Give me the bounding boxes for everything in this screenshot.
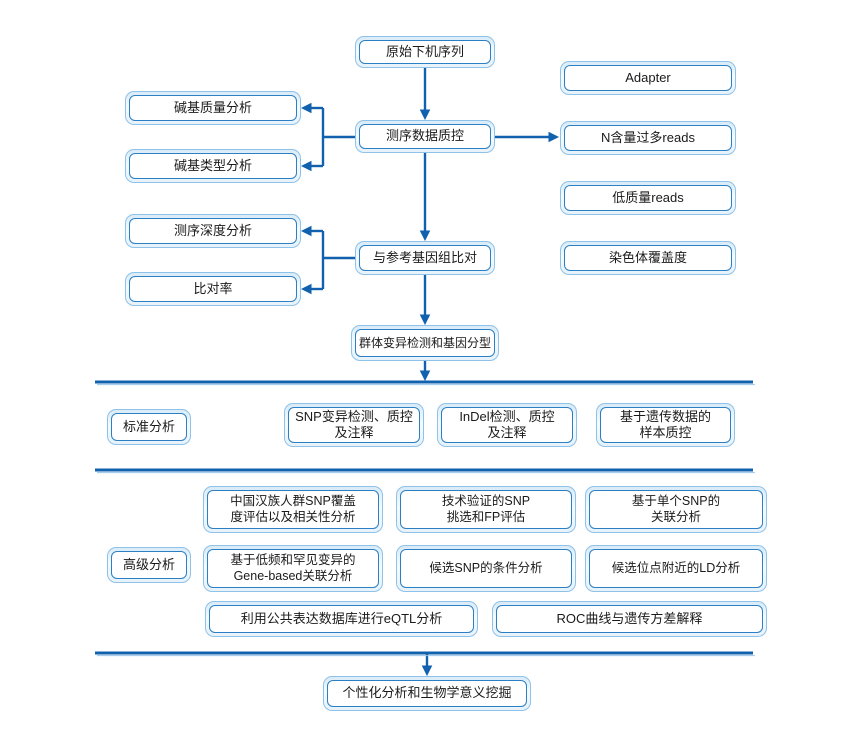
node-eqtl-analysis: 利用公共表达数据库进行eQTL分析 bbox=[205, 601, 478, 637]
node-mapping-rate: 比对率 bbox=[125, 272, 301, 306]
node-n-rich-reads: N含量过多reads bbox=[560, 121, 736, 155]
node-single-snp-assoc: 基于单个SNP的 关联分析 bbox=[585, 486, 767, 533]
node-raw-sequence: 原始下机序列 bbox=[355, 36, 495, 68]
node-personalized-mining: 个性化分析和生物学意义挖掘 bbox=[323, 676, 531, 711]
node-seq-depth: 测序深度分析 bbox=[125, 214, 301, 248]
node-adapter: Adapter bbox=[560, 61, 736, 95]
node-snp-qc-annotation: SNP变异检测、质控 及注释 bbox=[284, 403, 424, 447]
node-ref-alignment: 与参考基因组比对 bbox=[355, 241, 495, 275]
section-label-advanced: 高级分析 bbox=[107, 547, 191, 583]
node-genetic-sample-qc: 基于遗传数据的 样本质控 bbox=[596, 403, 735, 447]
node-chromosome-coverage: 染色体覆盖度 bbox=[560, 241, 736, 275]
node-gene-based-assoc: 基于低频和罕见变异的 Gene-based关联分析 bbox=[203, 545, 383, 592]
node-han-snp-coverage: 中国汉族人群SNP覆盖 度评估以及相关性分析 bbox=[203, 486, 383, 533]
section-label-standard: 标准分析 bbox=[107, 409, 191, 445]
node-candidate-snp-conditional: 候选SNP的条件分析 bbox=[396, 545, 576, 592]
node-ld-analysis: 候选位点附近的LD分析 bbox=[585, 545, 767, 592]
branch-qc-left bbox=[321, 108, 355, 166]
node-base-quality: 碱基质量分析 bbox=[125, 91, 301, 125]
node-base-type: 碱基类型分析 bbox=[125, 149, 301, 183]
node-variant-genotyping: 群体变异检测和基因分型 bbox=[351, 325, 499, 361]
node-seq-qc: 测序数据质控 bbox=[355, 120, 495, 153]
branch-alignment-left bbox=[321, 231, 355, 289]
node-roc-variance: ROC曲线与遗传方差解释 bbox=[492, 601, 767, 637]
node-low-quality-reads: 低质量reads bbox=[560, 181, 736, 215]
node-indel-qc-annotation: InDel检测、质控 及注释 bbox=[437, 403, 577, 447]
node-validated-snp-fp: 技术验证的SNP 挑选和FP评估 bbox=[396, 486, 576, 533]
